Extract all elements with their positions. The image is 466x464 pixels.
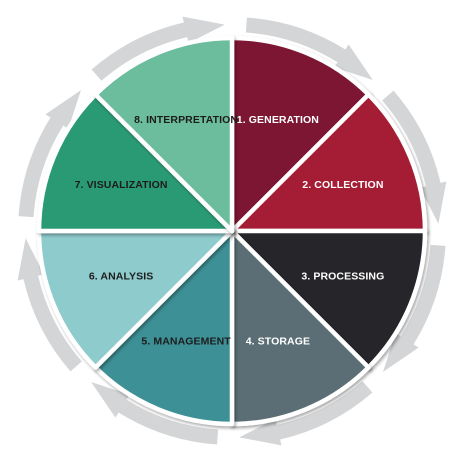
stage-segment-2 bbox=[229, 92, 428, 234]
stage-label-7: 7. VISUALIZATION bbox=[75, 179, 168, 191]
stage-segment-4 bbox=[229, 228, 371, 427]
curved-arrow-icon bbox=[91, 382, 219, 445]
curved-arrow-icon bbox=[382, 90, 447, 224]
curved-arrow-icon bbox=[245, 17, 373, 80]
stage-segment-6 bbox=[36, 228, 235, 370]
cycle-arrow-ring bbox=[17, 16, 447, 446]
stage-label-3: 3. PROCESSING bbox=[301, 271, 384, 283]
curved-arrow-icon bbox=[91, 16, 225, 81]
stage-segments bbox=[36, 35, 428, 427]
stage-label-2: 2. COLLECTION bbox=[302, 179, 383, 191]
stage-label-1: 1. GENERATION bbox=[237, 114, 319, 126]
curved-arrow-icon bbox=[17, 238, 82, 372]
curved-arrow-icon bbox=[239, 381, 373, 446]
stage-segment-1 bbox=[229, 35, 371, 234]
stage-label-8: 8. INTERPRETATION bbox=[134, 114, 238, 126]
curved-arrow-icon bbox=[18, 90, 81, 218]
stage-segment-7 bbox=[36, 92, 235, 234]
stage-segment-8 bbox=[93, 35, 235, 234]
stage-label-4: 4. STORAGE bbox=[246, 336, 310, 348]
stage-segment-3 bbox=[229, 228, 428, 370]
curved-arrow-icon bbox=[383, 244, 446, 372]
stage-label-6: 6. ANALYSIS bbox=[89, 271, 154, 283]
stage-labels: 1. GENERATION 2. COLLECTION 3. PROCESSING 4… bbox=[75, 114, 385, 348]
stage-segment-5 bbox=[93, 228, 235, 427]
stage-label-5: 5. MANAGEMENT bbox=[141, 336, 231, 348]
